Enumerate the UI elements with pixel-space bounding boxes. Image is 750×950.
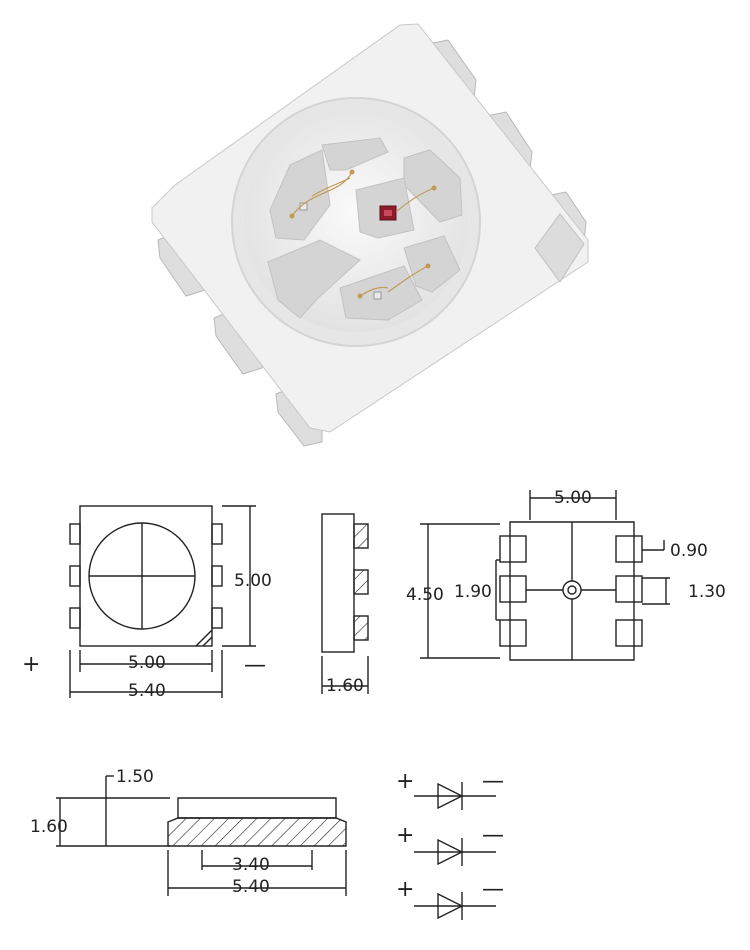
top-view-minus-symbol: — [244, 653, 266, 678]
footprint-center-mark [562, 580, 582, 600]
package-3d-render [151, 23, 589, 447]
footprint-pad [615, 619, 643, 647]
bond-points [289, 169, 437, 299]
front-section-drawing [56, 775, 347, 896]
footprint-pad-height-label: 1.30 [688, 582, 726, 602]
blue-chip [373, 291, 382, 300]
led-3-minus: — [482, 877, 504, 902]
top-view-pin [211, 607, 223, 629]
led-schematic [414, 782, 496, 920]
footprint-drawing [420, 490, 670, 661]
red-chip-core [384, 210, 392, 216]
side-view-body [321, 513, 355, 653]
led-3-symbol [414, 892, 496, 920]
footprint-gap-label: 1.90 [454, 582, 492, 602]
footprint-pad [499, 575, 527, 603]
polarity-notch [534, 213, 585, 283]
led-3-plus: + [396, 877, 414, 902]
top-view-height-label: 5.00 [234, 571, 272, 591]
top-view-inner-width-label: 5.00 [128, 653, 166, 673]
led-1-minus: — [482, 769, 504, 794]
front-section-body-label: 1.50 [116, 767, 154, 787]
side-view-pin [353, 615, 369, 641]
led-2-symbol [414, 838, 496, 866]
front-section-outer-label: 5.40 [232, 877, 270, 897]
top-view-plus-symbol: + [22, 652, 40, 677]
footprint-pad [499, 535, 527, 563]
footprint-outline [509, 521, 635, 661]
footprint-pad [615, 535, 643, 563]
bond-wires [291, 171, 435, 297]
side-view-pin [353, 523, 369, 549]
pad-lower-left [267, 239, 361, 319]
footprint-pad [615, 575, 643, 603]
footprint-pitch-label: 5.00 [554, 488, 592, 508]
top-view-pin [69, 565, 81, 587]
front-section-base [167, 817, 347, 847]
side-view-drawing [321, 513, 369, 694]
led-2-minus: — [482, 823, 504, 848]
led-1-plus: + [396, 769, 414, 794]
pad-upper-mid [321, 137, 389, 171]
front-section-lens-body [177, 797, 337, 819]
footprint-height-label: 4.50 [406, 585, 444, 605]
footprint-pad [499, 619, 527, 647]
top-view-pin [69, 523, 81, 545]
pad-upper-left [269, 149, 331, 241]
led-1-symbol [414, 782, 496, 810]
top-view-pin [211, 523, 223, 545]
top-view-pin [211, 565, 223, 587]
footprint-pad-width-label: 0.90 [670, 541, 708, 561]
top-view-polarity-mark [195, 629, 213, 647]
top-view-drawing [69, 505, 256, 698]
side-view-thickness-label: 1.60 [326, 676, 364, 696]
front-section-total-label: 1.60 [30, 817, 68, 837]
led-2-plus: + [396, 823, 414, 848]
front-section-inner-label: 3.40 [232, 855, 270, 875]
pad-lower-right [403, 235, 461, 293]
top-view-outer-width-label: 5.40 [128, 681, 166, 701]
side-view-pin [353, 569, 369, 595]
top-view-pin [69, 607, 81, 629]
